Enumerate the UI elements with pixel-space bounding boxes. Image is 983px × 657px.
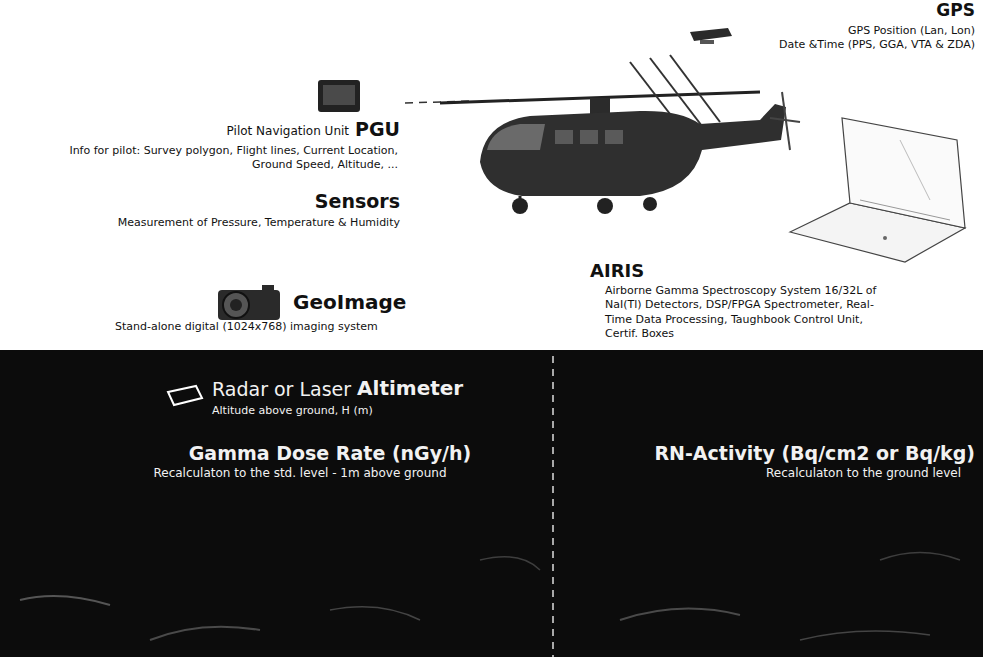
component-title: Altimeter — [357, 376, 463, 400]
component-title: PGU — [355, 118, 400, 141]
quantity-title: Gamma Dose Rate (nGy/h) — [189, 442, 471, 465]
component-title: GPS — [936, 0, 975, 20]
component-title: Radar or Laser — [212, 378, 351, 401]
component-note: Altitude above ground, H (m) — [212, 404, 373, 417]
component-title: Pilot Navigation Unit — [227, 124, 349, 138]
component-note: GPS Position (Lan, Lon) — [848, 24, 975, 37]
quantity-note: Recalculaton to the std. level - 1m abov… — [153, 466, 446, 480]
quantity-title: RN-Activity (Bq/cm2 or Bq/kg) — [654, 442, 975, 465]
ground-band: Radar or Laser AltimeterAltitude above gr… — [0, 350, 983, 657]
component-note: Date &Time (PPS, GGA, VTA & ZDA) — [779, 38, 975, 51]
component-note: Measurement of Pressure, Temperature & H… — [118, 216, 400, 229]
component-note: Stand-alone digital (1024x768) imaging s… — [115, 320, 378, 333]
component-note: Info for pilot: Survey polygon, Flight l… — [28, 144, 398, 173]
component-title: AIRIS — [590, 260, 644, 282]
quantity-note: Recalculaton to the ground level — [766, 466, 961, 480]
component-title: Sensors — [315, 190, 400, 213]
component-title: GeoImage — [293, 290, 406, 314]
component-note: Airborne Gamma Spectroscopy System 16/32… — [605, 284, 880, 341]
